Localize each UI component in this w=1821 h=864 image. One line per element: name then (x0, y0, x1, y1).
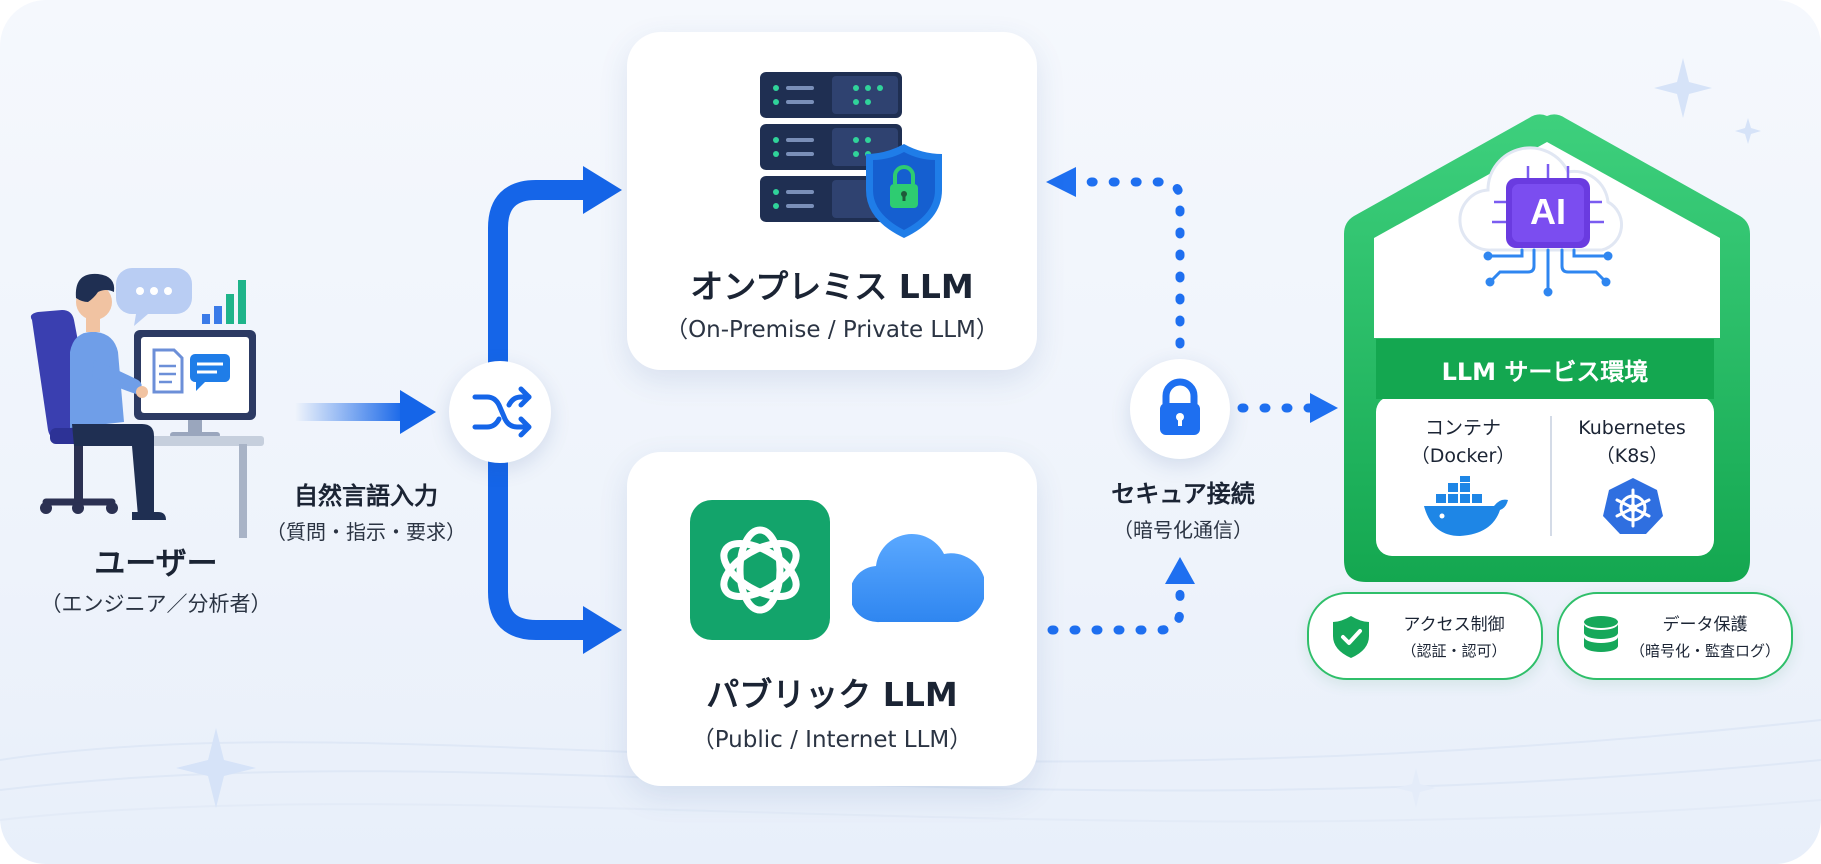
input-arrow (295, 390, 436, 434)
feature-access-control-title: アクセス制御 (1403, 615, 1505, 635)
container-title: コンテナ (1424, 417, 1501, 439)
input-flow-subtitle: （質問・指示・要求） (266, 520, 466, 544)
feature-access-control-subtitle: （認証・認可） (1401, 642, 1507, 660)
cloud-icon (852, 534, 984, 623)
container-subtitle: （Docker） (1410, 445, 1516, 467)
server-rack-icon (760, 72, 942, 238)
feature-data-protection: データ保護 （暗号化・監査ログ） (1557, 592, 1793, 680)
monitor-icon (134, 330, 256, 438)
secure-connection-title: セキュア接続 (1111, 480, 1255, 508)
service-environment-title: LLM サービス環境 (1376, 339, 1714, 399)
public-llm-title: パブリック LLM (706, 675, 958, 714)
user-subtitle: （エンジニア／分析者） (40, 592, 272, 616)
bar-chart-icon (202, 280, 246, 324)
database-icon (1584, 616, 1618, 652)
input-flow-title: 自然言語入力 (294, 482, 438, 510)
shuffle-icon (472, 386, 532, 438)
feature-data-protection-title: データ保護 (1662, 615, 1748, 635)
secure-lock-node (1130, 359, 1230, 459)
openai-logo-icon (690, 500, 830, 640)
service-components-panel (1376, 396, 1714, 556)
split-arrows (488, 166, 622, 654)
user-illustration (30, 268, 264, 538)
kubernetes-title: Kubernetes (1578, 417, 1686, 439)
secure-arrow-right (1310, 393, 1338, 423)
ai-cloud-icon: AI (1458, 146, 1624, 297)
public-llm-subtitle: （Public / Internet LLM） (691, 727, 973, 753)
feature-access-control: アクセス制御 （認証・認可） (1307, 592, 1543, 680)
secure-connection-subtitle: （暗号化通信） (1113, 518, 1253, 542)
column-divider (1550, 416, 1552, 536)
secure-dotted-path (1047, 177, 1315, 635)
user-person (70, 273, 166, 520)
chat-bubble-icon (116, 268, 192, 326)
shield-check-icon (1333, 616, 1369, 658)
onprem-llm-title: オンプレミス LLM (690, 267, 974, 306)
router-hub (449, 361, 551, 463)
ai-badge-label: AI (1530, 191, 1566, 232)
security-shield-lock-icon (866, 144, 942, 238)
secure-arrow-left (1046, 167, 1076, 197)
desk (94, 436, 264, 538)
kubernetes-helm-icon (1603, 478, 1663, 534)
onprem-llm-subtitle: （On-Premise / Private LLM） (665, 317, 999, 343)
lock-icon (1160, 378, 1200, 435)
user-title: ユーザー (94, 546, 218, 582)
docker-whale-icon (1424, 476, 1508, 536)
feature-data-protection-subtitle: （暗号化・監査ログ） (1629, 642, 1780, 660)
kubernetes-subtitle: （K8s） (1595, 445, 1669, 467)
secure-arrow-up (1165, 557, 1195, 584)
sparkle-icon (176, 58, 1761, 808)
